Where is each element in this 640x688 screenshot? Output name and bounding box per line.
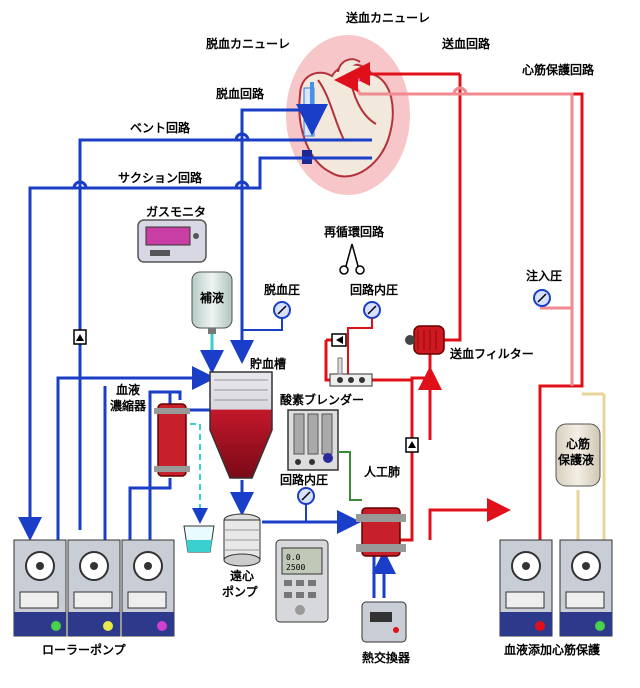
label-priming-fluid: 補液 — [199, 290, 224, 305]
label-reservoir: 貯血槽 — [250, 356, 286, 371]
label-oxygen-blender: 酸素ブレンダー — [280, 392, 364, 407]
oxygen-blender — [329, 357, 373, 387]
label-venous-line: 脱血回路 — [216, 86, 265, 101]
label-venous-cannula: 脱血カニューレ — [206, 36, 290, 51]
venous-reservoir — [209, 371, 273, 479]
heat-exchanger — [361, 601, 407, 643]
cardioplegia-solution-bag — [555, 423, 601, 487]
arterial-filter — [405, 325, 445, 355]
circuit-pressure-gauge-top — [347, 301, 381, 380]
label-blood-additive-cardioplegia: 血液添加心筋保護 — [504, 642, 601, 657]
label-venous-pressure: 脱血圧 — [264, 282, 300, 297]
oxygenator — [356, 507, 406, 557]
label-centrifugal-pump-2: ポンプ — [222, 584, 259, 599]
label-arterial-line: 送血回路 — [441, 36, 491, 51]
pump-screen-line1: 0.0 — [286, 553, 301, 562]
label-oxygenator: 人工肺 — [364, 464, 400, 479]
label-suction-line: サクション回路 — [118, 170, 203, 185]
label-roller-pumps: ローラーポンプ — [42, 642, 127, 657]
circuit-pressure-gauge-bottom — [297, 487, 315, 522]
ultrafiltrate-line — [190, 423, 208, 524]
priming-fluid-bag — [191, 271, 233, 374]
hemoconcentrator — [154, 403, 190, 477]
label-cardioplegia-solution-2: 保護液 — [557, 452, 594, 467]
label-arterial-cannula: 送血カニューレ — [345, 10, 430, 25]
cardioplegia-roller-pumps — [499, 539, 613, 637]
gas-flow-meters — [287, 409, 362, 501]
plegia-solution-lines — [576, 392, 606, 540]
centrifugal-pump-console: 0.0 2500 — [275, 539, 329, 623]
label-cardioplegia-line: 心筋保護回路 — [522, 62, 595, 77]
gas-monitor — [137, 219, 207, 263]
venous-pressure-gauge — [242, 301, 291, 331]
label-vent-line: ベント回路 — [130, 120, 191, 135]
label-cardioplegia-solution-1: 心筋 — [566, 436, 590, 451]
pump-screen-line2: 2500 — [286, 563, 305, 572]
waste-cup — [183, 525, 215, 553]
line-crossings — [72, 132, 250, 189]
label-hemoconcentrator-1: 血液 — [116, 382, 140, 397]
label-heat-exchanger: 熱交換器 — [362, 650, 411, 665]
label-centrifugal-pump-1: 遠心 — [230, 568, 254, 583]
scissors-icon — [339, 243, 365, 275]
roller-pumps — [13, 539, 175, 637]
label-arterial-filter: 送血フィルター — [449, 346, 534, 361]
label-infusion-pressure: 注入圧 — [526, 268, 562, 283]
label-circuit-pressure-top: 回路内圧 — [350, 282, 398, 297]
label-gas-monitor: ガスモニタ — [146, 204, 206, 219]
label-hemoconcentrator-2: 濃縮器 — [110, 398, 147, 413]
label-circuit-pressure-bottom: 回路内圧 — [280, 472, 328, 487]
centrifugal-pump — [223, 513, 261, 567]
infusion-pressure-gauge — [533, 289, 551, 307]
label-recirculation-line: 再循環回路 — [324, 224, 385, 239]
venous-lines — [18, 108, 396, 598]
